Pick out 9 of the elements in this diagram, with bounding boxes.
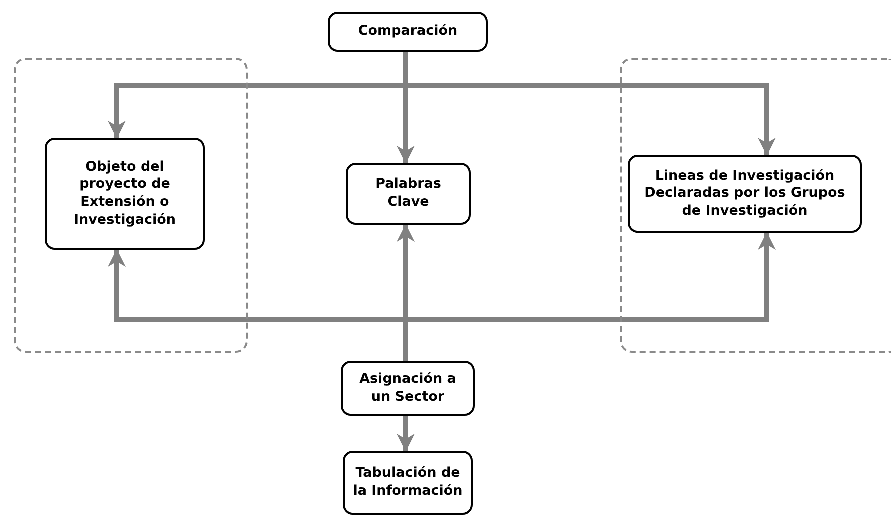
dashed-group-box (14, 58, 248, 353)
arrow (397, 416, 415, 452)
process-box: Comparación (328, 12, 488, 52)
process-box: Asignación a un Sector (341, 361, 475, 416)
process-box: Tabulación de la Información (343, 451, 473, 515)
process-box: Objeto del proyecto de Extensión o Investigación (45, 138, 205, 250)
process-box: Palabras Clave (346, 163, 471, 225)
process-box: Lineas de Investigación Declaradas por los Grupos de Investigación (628, 155, 862, 233)
dashed-group-box (620, 58, 891, 353)
